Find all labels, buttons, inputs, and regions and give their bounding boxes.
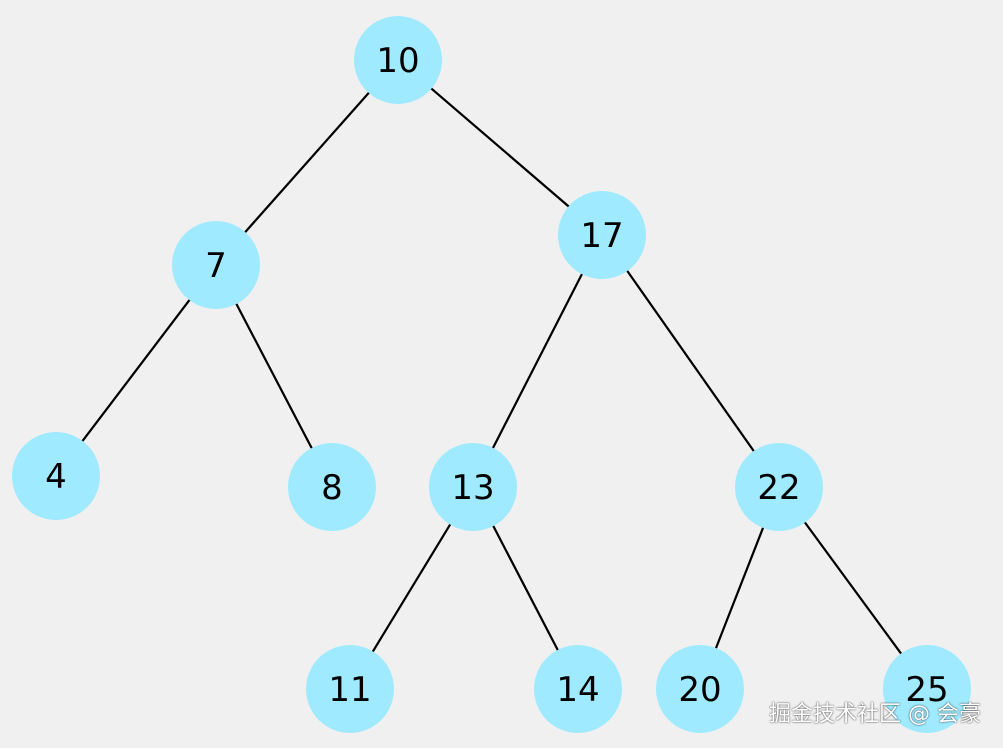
node-label: 11	[328, 670, 371, 710]
edge-10-17	[418, 77, 581, 217]
edge-10-7	[234, 79, 381, 244]
tree-nodes: 10 7 17 4 8 13 22 11 14 20 25	[12, 16, 971, 733]
tree-node-11: 11	[306, 645, 394, 733]
tree-node-7: 7	[172, 221, 260, 309]
edge-7-4	[72, 286, 201, 454]
node-circle	[883, 645, 971, 733]
node-circle	[306, 645, 394, 733]
edge-22-20	[709, 511, 770, 663]
tree-node-4: 4	[12, 432, 100, 520]
node-label: 13	[451, 468, 494, 508]
edge-7-8	[227, 288, 320, 462]
tree-node-20: 20	[656, 645, 744, 733]
node-label: 25	[905, 670, 948, 710]
edge-13-14	[484, 510, 566, 664]
node-label: 4	[45, 457, 67, 497]
node-label: 22	[757, 468, 800, 508]
edge-22-25	[794, 508, 911, 666]
node-label: 8	[321, 468, 343, 508]
node-circle	[735, 443, 823, 531]
tree-node-17: 17	[558, 191, 646, 279]
edge-17-13	[485, 258, 591, 462]
tree-edges	[72, 77, 911, 666]
node-circle	[534, 645, 622, 733]
watermark: 掘金技术社区 @ 会豪	[769, 702, 981, 727]
node-label: 7	[205, 246, 227, 286]
node-label: 14	[556, 670, 599, 710]
node-label: 10	[376, 41, 419, 81]
edge-13-11	[364, 509, 460, 665]
edge-17-22	[616, 256, 763, 464]
node-circle	[288, 443, 376, 531]
tree-node-25: 25	[883, 645, 971, 733]
node-circle	[656, 645, 744, 733]
node-circle	[429, 443, 517, 531]
tree-node-8: 8	[288, 443, 376, 531]
node-circle	[558, 191, 646, 279]
tree-node-10: 10	[354, 16, 442, 104]
node-circle	[354, 16, 442, 104]
node-circle	[172, 221, 260, 309]
tree-node-13: 13	[429, 443, 517, 531]
tree-node-22: 22	[735, 443, 823, 531]
node-circle	[12, 432, 100, 520]
node-label: 20	[678, 670, 721, 710]
tree-node-14: 14	[534, 645, 622, 733]
node-label: 17	[580, 216, 623, 256]
